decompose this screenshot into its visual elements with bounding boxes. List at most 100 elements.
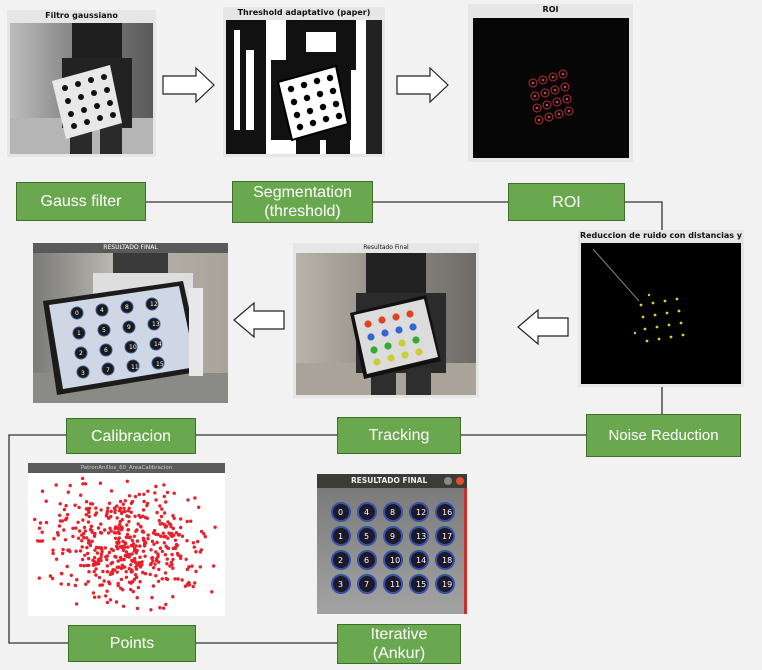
scatter-point: [115, 516, 119, 520]
minimize-icon[interactable]: [444, 477, 452, 485]
scatter-point: [133, 556, 137, 561]
points-scatter: [33, 476, 217, 612]
ring-marker: [435, 502, 455, 522]
ring-label: 0: [338, 508, 343, 517]
ring-marker: [383, 550, 403, 570]
scatter-point: [129, 587, 133, 592]
scatter-point: [120, 526, 125, 530]
scatter-point: [50, 576, 55, 581]
scatter-point: [130, 559, 135, 563]
scatter-point: [76, 536, 81, 540]
scatter-point: [114, 544, 119, 548]
scatter-point: [146, 537, 150, 541]
scatter-point: [162, 511, 167, 515]
scatter-point: [80, 539, 84, 543]
scatter-point: [160, 549, 164, 554]
scatter-point: [62, 507, 67, 512]
scatter-point: [87, 509, 91, 513]
scatter-point: [56, 533, 60, 537]
scatter-point: [87, 538, 91, 543]
calib-point-label: 15: [156, 361, 164, 368]
scatter-point: [89, 524, 94, 529]
scatter-point: [97, 595, 101, 599]
scatter-point: [130, 538, 135, 543]
scatter-point: [86, 551, 90, 556]
scatter-point: [65, 564, 69, 569]
ring-label: 5: [364, 532, 369, 541]
scatter-point: [114, 531, 118, 535]
scatter-point: [117, 523, 122, 527]
ring-marker: [409, 502, 429, 522]
noise-reduction-box: Noise Reduction: [586, 414, 741, 457]
scatter-point: [116, 527, 121, 531]
scatter-point: [160, 577, 164, 581]
scatter-point: [71, 526, 75, 530]
scatter-point: [44, 499, 48, 503]
scatter-point: [107, 501, 112, 505]
scatter-point: [81, 518, 85, 522]
ring-marker: [357, 502, 377, 522]
scatter-point: [130, 552, 134, 556]
scatter-point: [189, 519, 193, 523]
tracking-box: Tracking: [337, 417, 461, 454]
window-title: RESULTADO FINAL: [351, 476, 428, 485]
scatter-point: [173, 538, 178, 542]
scatter-point: [165, 490, 170, 495]
scatter-point: [174, 531, 179, 535]
scatter-point: [59, 582, 63, 586]
scatter-point: [199, 529, 204, 534]
scatter-point: [177, 532, 181, 537]
ring-marker: [331, 502, 351, 522]
scatter-point: [173, 577, 177, 581]
scatter-point: [95, 562, 99, 566]
ring-marker: [435, 574, 455, 594]
scatter-point: [74, 549, 78, 553]
scatter-point: [124, 553, 128, 557]
scatter-point: [132, 549, 136, 553]
calib-point-label: 8: [125, 304, 129, 311]
scatter-point: [118, 499, 123, 504]
scatter-point: [151, 531, 156, 535]
ring-label: 4: [364, 508, 369, 517]
scatter-point: [63, 538, 68, 542]
scatter-point: [121, 502, 126, 506]
threshold-panel: Threshold adaptativo (paper): [223, 7, 385, 157]
scatter-point: [139, 524, 143, 529]
window-border-right: [464, 488, 467, 614]
calib-point-label: 0: [75, 310, 79, 317]
scatter-point: [176, 577, 180, 581]
scatter-point: [168, 522, 173, 527]
calib-point-label: 4: [100, 307, 104, 314]
close-icon[interactable]: [456, 477, 464, 485]
gauss-filter-panel: Filtro gaussiano: [7, 10, 156, 157]
scatter-point: [141, 529, 145, 533]
scatter-point: [127, 494, 132, 498]
ring-marker: [409, 550, 429, 570]
scatter-point: [138, 544, 142, 548]
scatter-point: [116, 581, 120, 586]
scatter-point: [134, 565, 138, 569]
scatter-point: [166, 520, 170, 524]
scatter-point: [155, 540, 159, 545]
ring-label: 2: [338, 556, 343, 565]
scatter-point: [98, 530, 103, 535]
scatter-point: [66, 582, 71, 587]
scatter-point: [169, 560, 174, 565]
roi-image: [473, 18, 629, 158]
gauss-filter-image: [10, 23, 153, 154]
ring-marker: [331, 526, 351, 546]
scatter-point: [111, 569, 115, 573]
scatter-point: [80, 545, 84, 549]
scatter-point: [186, 498, 190, 502]
scatter-point: [105, 570, 110, 574]
panel-title: RESULTADO FINAL: [33, 243, 228, 253]
ring-marker: [331, 574, 351, 594]
ring-label: 3: [338, 580, 343, 589]
scatter-point: [105, 557, 109, 562]
scatter-point: [81, 532, 86, 536]
scatter-point: [163, 571, 168, 575]
scatter-point: [74, 602, 79, 606]
scatter-point: [84, 582, 88, 586]
scatter-point: [168, 564, 172, 568]
calib-point-label: 10: [129, 344, 137, 351]
